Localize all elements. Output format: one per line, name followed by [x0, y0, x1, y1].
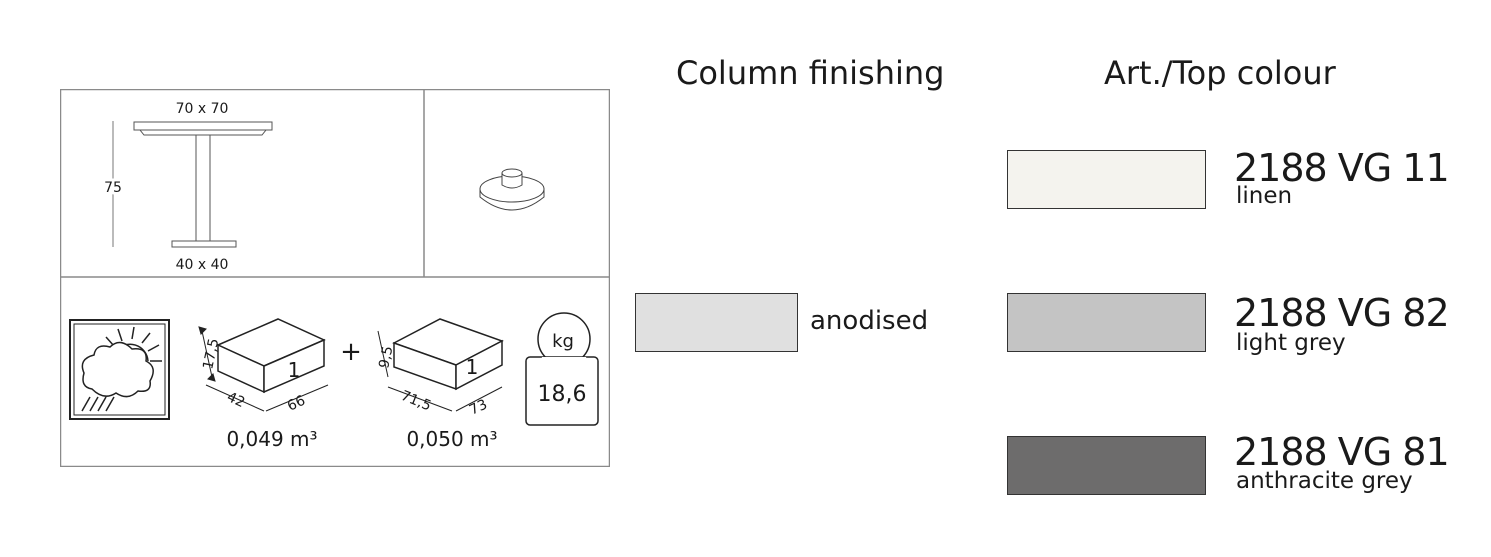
box2-count: 1 [466, 355, 479, 379]
box1-volume: 0,049 m³ [226, 427, 317, 451]
colour-name-light-grey: light grey [1236, 330, 1346, 356]
box2-width: 71,5 [399, 388, 434, 415]
colour-name-linen: linen [1236, 183, 1293, 209]
box1-count: 1 [288, 358, 301, 382]
base-icon [479, 168, 545, 211]
spec-panel: 70 x 70 75 75 40 x 40 [60, 89, 610, 467]
outdoor-weather-icon [69, 319, 170, 420]
weight-unit: kg [552, 331, 574, 352]
swatch-linen [1007, 150, 1206, 209]
box2-depth: 73 [467, 397, 490, 419]
top-colour-title: Art./Top colour [1104, 54, 1336, 92]
base-size-label: 40 x 40 [176, 257, 229, 273]
top-size-label: 70 x 70 [176, 101, 229, 117]
finish-label-anodised: anodised [810, 306, 929, 336]
svg-text:75: 75 [104, 180, 122, 196]
colour-name-anthracite-grey: anthracite grey [1236, 468, 1413, 494]
package-box-2: 1 9,5 71,5 73 0,050 m³ [376, 318, 504, 451]
box2-volume: 0,050 m³ [406, 427, 497, 451]
box1-depth: 66 [285, 393, 308, 415]
colour-code-anthracite-grey: 2188 VG 81 [1234, 430, 1450, 474]
box1-height: 17,5 [200, 337, 222, 371]
table-drawing: 70 x 70 75 75 40 x 40 [101, 101, 273, 273]
colour-code-light-grey: 2188 VG 82 [1234, 291, 1450, 335]
swatch-anodised [635, 293, 798, 352]
box2-height: 9,5 [376, 345, 396, 370]
plus-sign: + [340, 337, 362, 367]
weight-icon: kg 18,6 [525, 312, 599, 426]
colour-code-linen: 2188 VG 11 [1234, 146, 1450, 190]
height-label: 75 [104, 180, 122, 196]
column-finishing-title: Column finishing [676, 54, 945, 92]
swatch-light-grey [1007, 293, 1206, 352]
weight-value: 18,6 [538, 382, 587, 407]
box1-width: 42 [224, 389, 247, 411]
panel-frame [60, 89, 610, 467]
package-box-1: 1 17,5 42 66 0,049 m³ [198, 318, 329, 451]
swatch-anthracite-grey [1007, 436, 1206, 495]
